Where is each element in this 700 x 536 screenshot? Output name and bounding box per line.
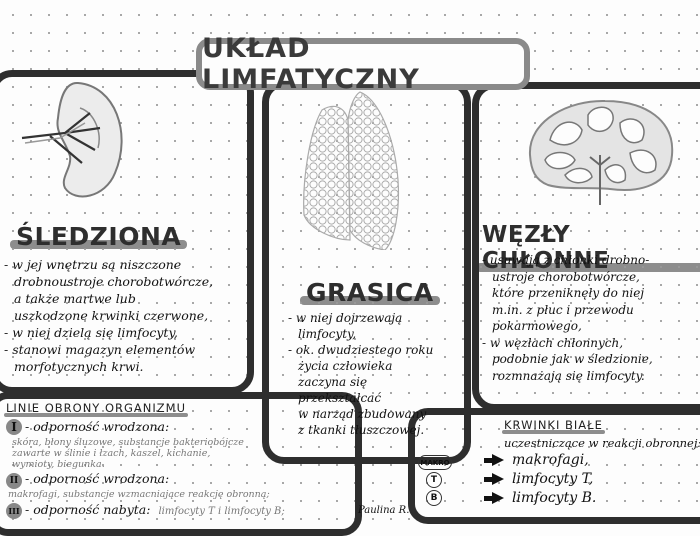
arrow-icon bbox=[492, 473, 504, 485]
lymph-nodes-heading-text: WĘZŁY CHŁONNE bbox=[482, 222, 610, 274]
text-line: uszkodzone krwinki czerwone, bbox=[14, 308, 209, 323]
item-text: limfocyty B. bbox=[512, 490, 597, 506]
t-badge: T bbox=[426, 472, 442, 488]
text-line: życia człowieka bbox=[298, 359, 393, 373]
numeral-badge: II bbox=[6, 473, 22, 489]
spleen-heading-text: ŚLEDZIONA bbox=[16, 222, 182, 251]
defense-item-3: III- odporność nabyta: limfocyty T i lim… bbox=[6, 502, 336, 519]
defense-detail-1: skóra, błony śluzowe, substancje bakteri… bbox=[6, 437, 336, 470]
spleen-text: - w jej wnętrzu są niszczone drobnoustro… bbox=[4, 256, 213, 375]
text-line: rozmnażają się limfocyty. bbox=[492, 368, 645, 383]
lymph-node-icon bbox=[528, 99, 674, 205]
detail-line: zawarte w ślinie i łzach, kaszel, kichan… bbox=[12, 448, 211, 459]
signature-text: Paulina R. bbox=[358, 505, 410, 516]
defense-lines-section: LINIE OBRONY ORGANIZMU I- odporność wrod… bbox=[4, 397, 336, 519]
defense-item-1: I- odporność wrodzona: bbox=[6, 419, 336, 435]
lymph-nodes-frame bbox=[472, 82, 700, 411]
list-item: makrofagi, bbox=[484, 451, 700, 470]
text-line: - w niej dzielą się limfocyty, bbox=[4, 325, 178, 340]
makro-badge: MAKRO bbox=[418, 455, 452, 470]
white-cells-list: makrofagi, limfocyty T, limfocyty B. bbox=[484, 451, 700, 508]
list-item: limfocyty B. bbox=[484, 489, 700, 508]
spleen-heading: ŚLEDZIONA bbox=[10, 222, 188, 251]
defense-lines-heading-text: LINIE OBRONY ORGANIZMU bbox=[6, 401, 187, 415]
white-cells-heading: KRWINKI BIAŁE bbox=[502, 418, 605, 434]
white-cells-section: KRWINKI BIAŁE uczestniczące w reakcji ob… bbox=[420, 414, 700, 508]
spleen-icon bbox=[21, 81, 123, 198]
detail-line: limfocyty T i limfocyty B; bbox=[158, 506, 285, 517]
defense-label: - odporność nabyta: bbox=[25, 502, 151, 517]
numeral-badge: I bbox=[6, 419, 22, 435]
text-line: zaczyna się bbox=[298, 375, 368, 389]
detail-line: wymioty, biegunka. bbox=[12, 459, 105, 470]
text-line: limfocyty, bbox=[298, 327, 357, 341]
list-item: limfocyty T, bbox=[484, 470, 700, 489]
thymus-text: - w niej dojrzewają limfocyty, - ok. dwu… bbox=[288, 310, 433, 438]
text-line: ustroje chorobotwórcze, bbox=[492, 269, 640, 284]
text-line: w narząd zbudowany bbox=[298, 407, 427, 421]
spleen-frame bbox=[0, 70, 254, 394]
item-text: limfocyty T, bbox=[512, 471, 594, 487]
detail-line: makrofagi, substancje wzmacniające reakc… bbox=[8, 489, 270, 500]
arrow-icon bbox=[492, 492, 504, 504]
thymus-icon bbox=[303, 91, 400, 250]
text-line: a także martwe lub bbox=[14, 291, 136, 306]
white-cells-heading-text: KRWINKI BIAŁE bbox=[504, 418, 603, 432]
text-line: - w jej wnętrzu są niszczone bbox=[4, 257, 182, 272]
text-line: m.in. z płuc i przewodu bbox=[492, 302, 634, 317]
defense-label: - odporność wrodzona: bbox=[25, 419, 170, 434]
signature: Paulina R. bbox=[358, 502, 409, 519]
lymph-nodes-heading: WĘZŁY CHŁONNE bbox=[476, 222, 700, 274]
text-line: podobnie jak w śledzionie, bbox=[492, 352, 653, 366]
white-cells-intro: uczestniczące w reakcji obronnej: bbox=[504, 435, 700, 451]
title-box: UKŁAD LIMFATYCZNY bbox=[196, 33, 530, 95]
text-line: drobnoustroje chorobotwórcze, bbox=[14, 274, 214, 289]
text-line: - w węzłach chłonnych, bbox=[482, 335, 624, 350]
page-title: UKŁAD LIMFATYCZNY bbox=[202, 33, 420, 95]
text-line: - w niej dojrzewają bbox=[288, 311, 403, 325]
numeral-badge: III bbox=[6, 503, 22, 519]
item-text: makrofagi, bbox=[512, 452, 589, 468]
arrow-icon bbox=[492, 454, 504, 466]
defense-item-2: II- odporność wrodzona: bbox=[6, 471, 336, 489]
b-badge: B bbox=[426, 490, 442, 506]
thymus-heading-text: GRASICA bbox=[306, 278, 434, 307]
text-line: z tkanki tłuszczowej. bbox=[298, 423, 425, 437]
defense-lines-heading: LINIE OBRONY ORGANIZMU bbox=[4, 401, 189, 417]
text-line: przekształcać bbox=[298, 391, 382, 405]
lymph-nodes-text: - usuwają z chłonki drobno- ustroje chor… bbox=[482, 252, 653, 384]
text-line: - ok. dwudziestego roku bbox=[288, 343, 434, 357]
text-line: pokarmowego, bbox=[492, 319, 582, 333]
text-line: uczestniczące w reakcji obronnej: bbox=[504, 436, 700, 450]
detail-line: skóra, błony śluzowe, substancje bakteri… bbox=[12, 437, 244, 448]
text-line: morfotycznych krwi. bbox=[14, 359, 144, 374]
text-line: - stanowi magazyn elementów bbox=[4, 342, 196, 357]
text-line: - usuwają z chłonki drobno- bbox=[482, 253, 650, 267]
text-line: które przeniknęły do niej bbox=[492, 286, 645, 300]
thymus-heading: GRASICA bbox=[300, 278, 440, 307]
defense-detail-2: makrofagi, substancje wzmacniające reakc… bbox=[6, 489, 336, 500]
defense-label: - odporność wrodzona: bbox=[25, 471, 170, 486]
